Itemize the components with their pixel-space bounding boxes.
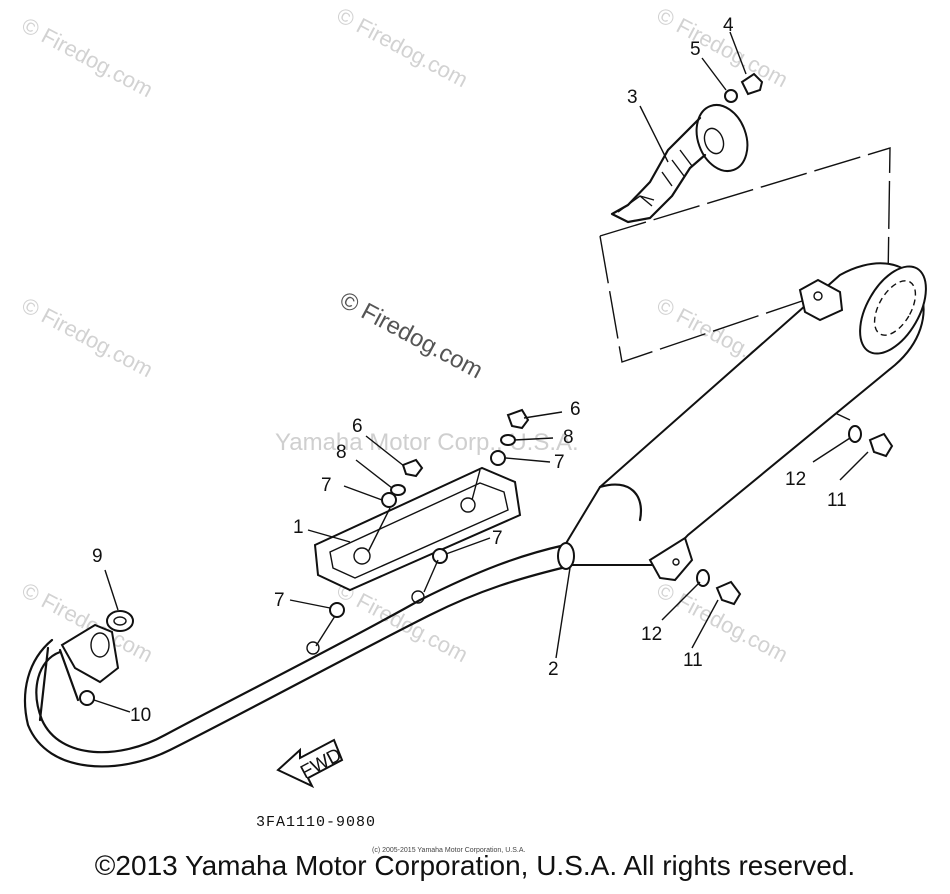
callout-10: 10 [130, 705, 151, 726]
callout-7-c: 7 [492, 528, 503, 549]
callout-12-upper: 12 [785, 469, 806, 490]
callout-7-b: 7 [321, 475, 332, 496]
washer-5 [724, 89, 738, 103]
alignment-dashed-line [599, 147, 891, 363]
grommet-7-a [490, 450, 506, 466]
end-cap-part [610, 104, 749, 224]
grommet-7-c [432, 548, 448, 564]
callout-8-lower: 8 [336, 442, 347, 463]
watermark-1: © Firedog.com [18, 12, 157, 102]
leader-lines [93, 31, 869, 713]
callout-7-d: 7 [274, 590, 285, 611]
exhaust-pipe-part [24, 542, 575, 768]
gasket-9 [106, 610, 134, 632]
muffler-part [563, 262, 927, 582]
callout-1: 1 [293, 517, 304, 538]
callout-7-a: 7 [554, 452, 565, 473]
hardware-parts [79, 72, 894, 706]
watermark-2: © Firedog.com [333, 2, 472, 92]
callout-12-lower: 12 [641, 624, 662, 645]
callout-labels: 1 2 3 4 5 6 6 7 7 7 7 8 8 9 10 11 11 12 … [92, 15, 847, 726]
watermark-4: © Firedog.com [18, 292, 157, 382]
bolt-6-upper [506, 408, 530, 430]
bolt-4 [740, 72, 764, 96]
callout-8-upper: 8 [563, 427, 574, 448]
callout-3: 3 [627, 87, 638, 108]
nut-10 [79, 690, 95, 706]
callout-5: 5 [690, 39, 701, 60]
bolt-11-upper [868, 432, 894, 458]
callout-2: 2 [548, 659, 559, 680]
bolt-6-lower [401, 458, 424, 478]
fine-print: (c) 2005-2015 Yamaha Motor Corporation, … [372, 847, 525, 854]
washer-8-lower [390, 484, 406, 496]
washer-12-upper [848, 425, 862, 443]
callout-9: 9 [92, 546, 103, 567]
grommet-7-d [329, 602, 345, 618]
washer-8-upper [500, 434, 516, 446]
callout-6-upper: 6 [570, 399, 581, 420]
diagram-code: 3FA1110-9080 [256, 814, 376, 831]
callout-11-upper: 11 [827, 490, 847, 511]
forward-arrow-icon: FWD [276, 738, 345, 789]
callout-11-lower: 11 [683, 650, 703, 671]
watermark-center: © Firedog.com [335, 286, 487, 384]
callout-6-lower: 6 [352, 416, 363, 437]
copyright-notice: ©2013 Yamaha Motor Corporation, U.S.A. A… [94, 850, 856, 881]
grommet-7-b [381, 492, 397, 508]
callout-4: 4 [723, 15, 734, 36]
heat-protector-part [313, 466, 522, 592]
watermark-yamaha: Yamaha Motor Corp., U.S.A. [275, 429, 579, 456]
bolt-11-lower [715, 580, 742, 606]
